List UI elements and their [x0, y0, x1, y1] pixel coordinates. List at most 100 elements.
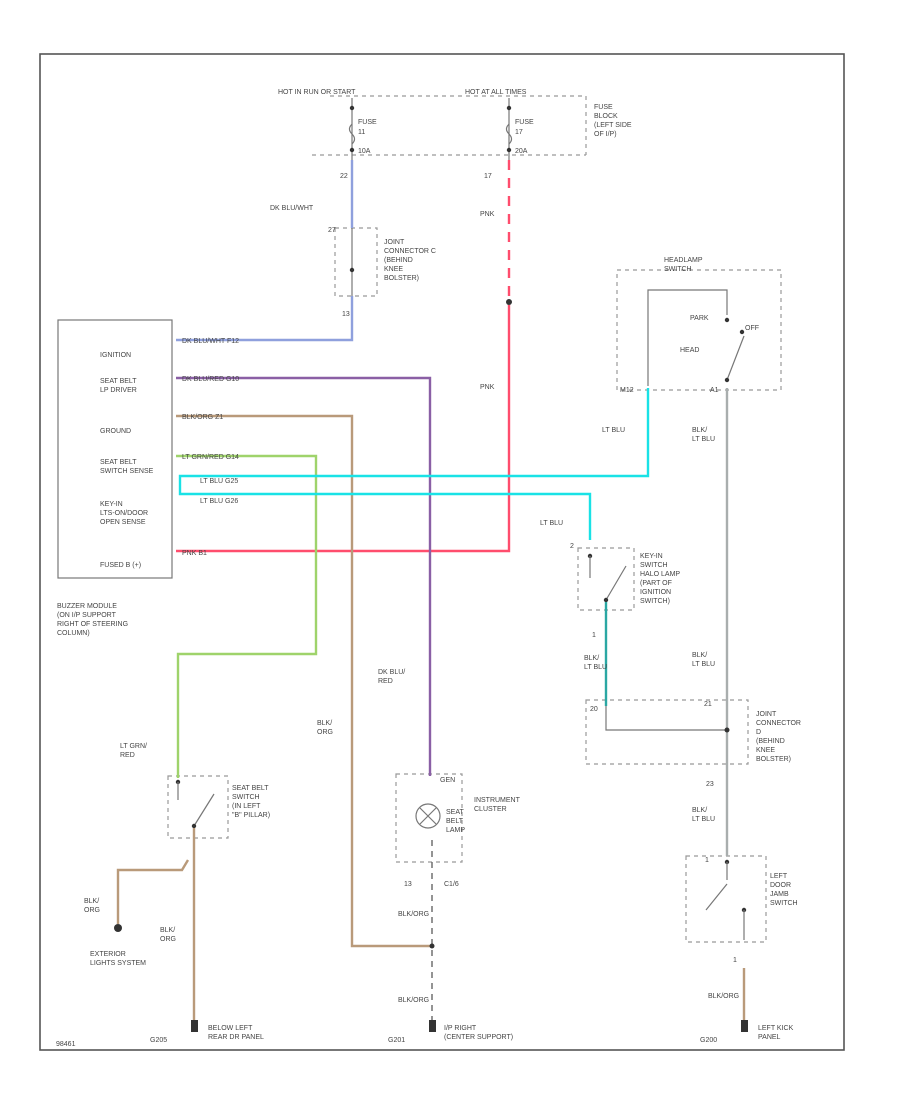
wire-label-blk-org-seat: BLK/ORG [160, 927, 176, 943]
wire-dk-blu-wht-2 [176, 296, 354, 342]
diagram-code: 98461 [56, 1041, 76, 1048]
wire-label-blk-lt-blu-3: BLK/LT BLU [584, 655, 607, 671]
headlamp-park-label: PARK [690, 315, 709, 322]
wire-pnk [176, 305, 511, 553]
ground-g201-label: I/P RIGHT(CENTER SUPPORT) [444, 1025, 513, 1041]
headlamp-head-label: HEAD [680, 347, 699, 354]
key-in-pin-top: 2 [570, 543, 574, 550]
cluster-pin-bottom-right: C1/6 [444, 881, 459, 888]
lamp-filament-icon [419, 807, 437, 825]
buzzer-row-fused-b: FUSED B (+) [100, 562, 141, 569]
wire-label-blk-lt-blu-1: BLK/LT BLU [692, 427, 715, 443]
buzzer-circuit-fused-b: PNK B1 [182, 550, 207, 557]
joint-c-pin-top: 27 [328, 227, 336, 234]
fuse-17-number: 17 [515, 129, 523, 136]
fuse-11-number: 11 [358, 129, 365, 136]
wire-label-dk-blu-wht: DK BLU/WHT [270, 205, 314, 212]
ground-g200-id: G200 [700, 1037, 717, 1044]
headlamp-off-label: OFF [745, 325, 759, 332]
wire-label-lt-blu-2: LT BLU [540, 520, 563, 527]
wire-label-blk-org-3: BLK/ORG [708, 993, 739, 1000]
fuse-11-pin: 22 [340, 173, 348, 180]
buzzer-circuit-lp-driver: DK BLU/RED G10 [182, 376, 239, 383]
wire-lt-grn-red [176, 454, 318, 778]
fuse-11-rating: 10A [358, 148, 371, 155]
headlamp-pin-left: M12 [620, 387, 634, 394]
seat-belt-lamp-icon [415, 803, 441, 829]
cluster-pin-top: GEN [440, 777, 455, 784]
fuse-11-name: FUSE [358, 119, 377, 126]
buzzer-circuit-ground: BLK/ORG Z1 [182, 414, 223, 421]
wire-blk-org [176, 414, 432, 948]
fuse-17-name: FUSE [515, 119, 534, 126]
wire-label-blk-lt-blu-2: BLK/LT BLU [692, 652, 715, 668]
wire-label-blk-org-1: BLK/ORG [398, 911, 429, 918]
buzzer-circuit-key-in-2: LT BLU G26 [200, 498, 238, 505]
buzzer-circuit-seat-sense: LT GRN/RED G14 [182, 454, 239, 461]
cluster-pin-bottom-left: 13 [404, 881, 412, 888]
wire-label-lt-grn-red: LT GRN/RED [120, 743, 147, 759]
buzzer-circuit-ignition: DK BLU/WHT F12 [182, 338, 239, 345]
wires: DK BLU/WHT PNK PNK DK BLU/RED BLK/ORG LT… [84, 160, 746, 1024]
joint-d-pin-left: 20 [590, 706, 598, 713]
headlamp-pin-right: A1 [710, 387, 719, 394]
ground-g205-id: G205 [150, 1037, 167, 1044]
buzzer-circuit-key-in-1: LT BLU G25 [200, 478, 238, 485]
wire-label-pnk: PNK [480, 211, 495, 218]
wire-label-lt-blu: LT BLU [602, 427, 625, 434]
fuse-block: HOT IN RUN OR START HOT AT ALL TIMES FUS… [278, 89, 632, 180]
ground-exterior-icon [114, 924, 122, 932]
wire-label-pnk-2: PNK [480, 384, 495, 391]
wire-lt-blu-key-in [178, 488, 592, 540]
wire-dk-blu-red [176, 376, 432, 776]
wire-label-dk-blu-red: DK BLU/RED [378, 669, 405, 685]
key-in-pin-bottom: 1 [592, 632, 596, 639]
wire-label-blk-org-2: BLK/ORG [398, 997, 429, 1004]
fuse-17-pin: 17 [484, 173, 492, 180]
wire-label-blk-lt-blu-4: BLK/LT BLU [692, 807, 715, 823]
hot-run-start-label: HOT IN RUN OR START [278, 89, 356, 96]
joint-d-pin-bottom: 23 [706, 781, 714, 788]
wire-blk-org-exterior [116, 859, 190, 924]
ground-g200-icon [741, 1020, 748, 1032]
wire-label-blk-org: BLK/ORG [317, 720, 333, 736]
hot-all-times-label: HOT AT ALL TIMES [465, 89, 527, 96]
ground-g201-id: G201 [388, 1037, 405, 1044]
buzzer-row-ignition: IGNITION [100, 352, 131, 359]
diagram-frame [39, 53, 845, 1051]
buzzer-row-ground: GROUND [100, 428, 131, 435]
wire-lt-blu-headlamp [178, 388, 650, 488]
joint-d-pin-right: 21 [704, 701, 712, 708]
ground-g205-icon [191, 1020, 198, 1032]
fuse-17-rating: 20A [515, 148, 528, 155]
door-switch-pin-bottom: 1 [733, 957, 737, 964]
ground-g201-icon [429, 1020, 436, 1032]
wire-label-blk-org-exterior: BLK/ORG [84, 898, 100, 914]
joint-c-pin-bottom: 13 [342, 311, 350, 318]
